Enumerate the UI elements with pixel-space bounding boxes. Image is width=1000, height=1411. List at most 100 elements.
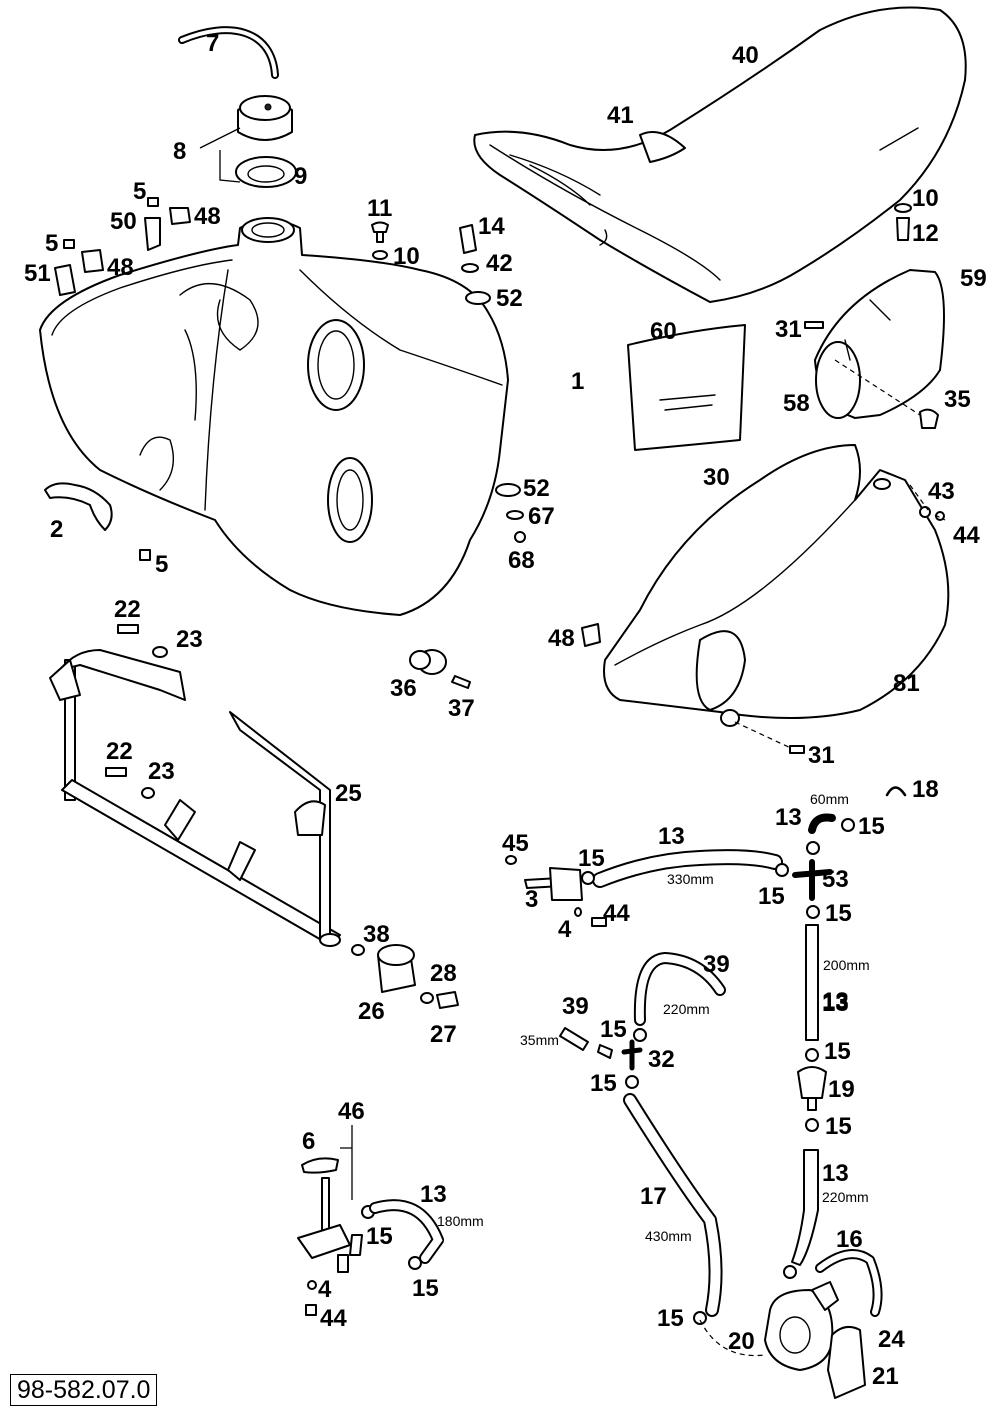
decal-panel (627, 324, 746, 451)
part-label: 13 (658, 823, 685, 850)
part-label: 11 (367, 195, 393, 222)
fuel-hose-200 (805, 924, 819, 1041)
part-label: 19 (828, 1076, 855, 1103)
dimension-label: 330mm (667, 871, 714, 887)
part-label: 44 (320, 1305, 347, 1332)
part-label: 6 (302, 1128, 316, 1155)
part-label: 36 (390, 675, 417, 702)
part-label: 60 (650, 318, 677, 345)
part-label: 48 (194, 203, 221, 230)
part-label: 31 (808, 742, 835, 769)
part-label: 37 (448, 695, 475, 722)
part-label: 13 (420, 1181, 447, 1208)
rubber-mount (377, 944, 416, 993)
part-label: 4 (318, 1276, 332, 1303)
part-label: 16 (836, 1226, 863, 1253)
part-label: 44 (603, 900, 630, 927)
part-label: 21 (872, 1363, 899, 1390)
part-label: 7 (206, 30, 220, 57)
part-label: 14 (478, 213, 505, 240)
part-label: 10 (912, 185, 939, 212)
part-label: 15 (758, 883, 785, 910)
part-label: 3 (525, 886, 539, 913)
part-label: 13 (822, 990, 849, 1017)
side-cover (603, 444, 950, 719)
part-label: 58 (783, 390, 810, 417)
petcock (297, 1157, 363, 1273)
part-label: 48 (548, 625, 575, 652)
fuel-tank (39, 217, 509, 616)
part-label: 53 (822, 866, 849, 893)
part-label: 46 (338, 1098, 365, 1125)
part-label: 44 (953, 522, 980, 549)
tank-mount-hardware (371, 221, 526, 543)
subframe (49, 649, 341, 947)
part-label: 31 (775, 316, 802, 343)
dimension-label: 60mm (810, 791, 849, 807)
part-label: 48 (107, 254, 134, 281)
part-label: 23 (176, 626, 203, 653)
part-label: 17 (640, 1183, 667, 1210)
dimension-label: 220mm (663, 1001, 710, 1017)
part-label: 59 (960, 265, 987, 292)
part-label: 8 (173, 138, 187, 165)
part-label: 5 (45, 230, 59, 257)
part-label: 15 (657, 1305, 684, 1332)
part-label: 30 (703, 464, 730, 491)
dimension-label: 200mm (823, 957, 870, 973)
small-fasteners-left (54, 197, 191, 296)
part-label: 41 (607, 102, 634, 129)
part-label: 2 (50, 516, 64, 543)
part-label: 42 (486, 250, 513, 277)
part-label: 28 (430, 960, 457, 987)
part-label: 43 (928, 478, 955, 505)
part-label: 35 (944, 386, 971, 413)
spacer-36 (409, 649, 447, 675)
fuel-filter (797, 1066, 827, 1111)
part-label: 13 (822, 988, 849, 1015)
cap-seal (235, 156, 297, 188)
part-label: 15 (412, 1275, 439, 1302)
part-label: 81 (893, 670, 920, 697)
part-label: 22 (114, 596, 141, 623)
dimension-label: 35mm (520, 1032, 559, 1048)
part-label: 50 (110, 208, 137, 235)
part-label: 52 (496, 285, 523, 312)
dimension-label: 430mm (645, 1228, 692, 1244)
part-label: 39 (562, 993, 589, 1020)
part-label: 39 (703, 951, 730, 978)
pump-bracket (827, 1325, 866, 1399)
part-label: 10 (393, 243, 420, 270)
fuel-hose-220 (791, 1149, 819, 1266)
dimension-label: 220mm (822, 1189, 869, 1205)
part-label: 5 (155, 551, 169, 578)
part-label: 4 (558, 916, 572, 943)
part-label: 15 (600, 1016, 627, 1043)
part-label: 27 (430, 1021, 457, 1048)
part-label: 32 (648, 1046, 675, 1073)
part-label: 15 (824, 1038, 851, 1065)
part-label: 51 (24, 260, 51, 287)
part-label: 24 (878, 1326, 905, 1353)
part-label: 15 (858, 813, 885, 840)
part-label: 15 (366, 1223, 393, 1250)
part-label: 15 (825, 1113, 852, 1140)
part-label: 40 (732, 42, 759, 69)
document-code: 98-582.07.0 (10, 1374, 158, 1406)
part-label: 1 (571, 368, 585, 395)
part-label: 15 (590, 1070, 617, 1097)
part-label: 25 (335, 780, 362, 807)
tank-bracket (44, 482, 113, 531)
fuel-cap (237, 95, 293, 141)
part-label: 13 (775, 804, 802, 831)
hose-clamps (361, 818, 855, 1325)
part-label: 13 (822, 1160, 849, 1187)
part-label: 67 (528, 503, 555, 530)
part-label: 15 (825, 900, 852, 927)
part-label: 12 (912, 220, 939, 247)
seat (473, 6, 967, 303)
part-label: 22 (106, 738, 133, 765)
part-label: 9 (294, 163, 308, 190)
part-label: 38 (363, 921, 390, 948)
